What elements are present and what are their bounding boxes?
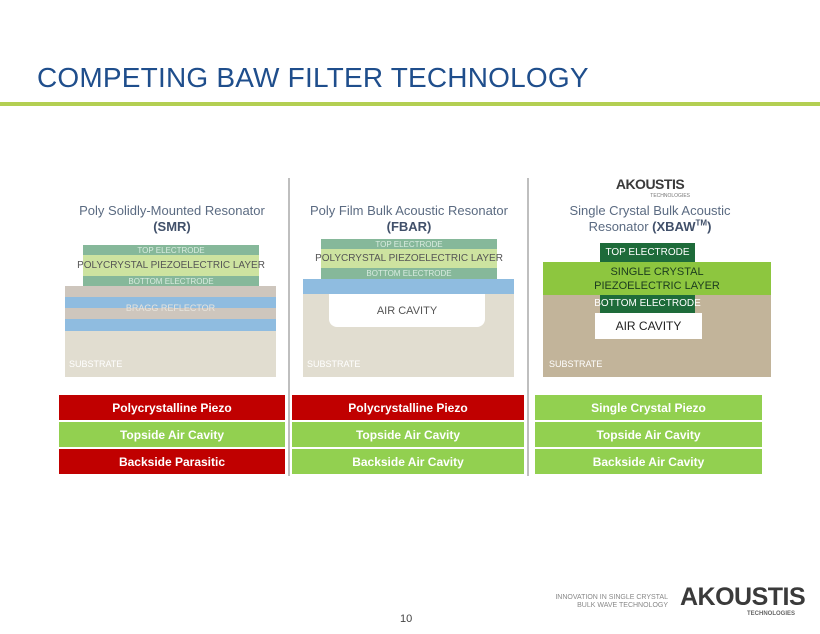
piezo-label: PIEZOELECTRIC LAYER <box>594 280 720 292</box>
caption-acronym: (XBAW <box>652 219 696 234</box>
bragg-layer <box>65 319 276 331</box>
fbar-piezo-layer: POLYCRYSTAL PIEZOELECTRIC LAYER <box>315 249 503 268</box>
footer-tagline: INNOVATION IN SINGLE CRYSTAL BULK WAVE T… <box>540 594 668 610</box>
tag: Topside Air Cavity <box>292 422 524 447</box>
logo-text: AKOUSTIS <box>615 176 685 192</box>
fbar-top-electrode: TOP ELECTRODE <box>321 239 497 249</box>
caption-paren: ) <box>707 219 712 234</box>
smr-top-electrode: TOP ELECTRODE <box>83 245 259 255</box>
bragg-layer <box>65 308 276 319</box>
xbaw-bottom-electrode: BOTTOM ELECTRODE <box>594 295 701 313</box>
column-divider <box>527 178 529 476</box>
caption-line: Resonator <box>588 219 653 234</box>
slide-title: COMPETING BAW FILTER TECHNOLOGY <box>37 62 589 93</box>
tag: Polycrystalline Piezo <box>292 395 524 420</box>
akoustis-logo: AKOUSTIS TECHNOLOGIES <box>610 176 690 200</box>
smr-caption: Poly Solidly-Mounted Resonator (SMR) <box>59 203 285 235</box>
logo-subtext: TECHNOLOGIES <box>650 193 690 199</box>
tag: Backside Air Cavity <box>292 449 524 474</box>
xbaw-air-cavity: AIR CAVITY <box>595 313 702 339</box>
bragg-layer <box>65 286 276 297</box>
xbaw-piezo-layer: SINGLE CRYSTAL PIEZOELECTRIC LAYER <box>543 262 771 295</box>
fbar-air-cavity: AIR CAVITY <box>329 294 485 327</box>
bragg-reflector-label: BRAGG REFLECTOR <box>125 302 216 313</box>
title-divider <box>0 102 820 106</box>
fbar-bottom-electrode: BOTTOM ELECTRODE <box>321 268 497 279</box>
tagline-line: INNOVATION IN SINGLE CRYSTAL <box>555 594 668 601</box>
fbar-substrate: AIR CAVITY SUBSTRATE <box>303 294 514 377</box>
logo-text: AKOUSTIS <box>680 583 806 611</box>
tag: Single Crystal Piezo <box>535 395 762 420</box>
caption-line: Poly Solidly-Mounted Resonator <box>79 203 265 218</box>
smr-bottom-electrode: BOTTOM ELECTRODE <box>83 276 259 286</box>
caption-acronym: (FBAR) <box>386 219 432 234</box>
tag: Topside Air Cavity <box>59 422 285 447</box>
caption-line: Poly Film Bulk Acoustic Resonator <box>310 203 508 218</box>
bragg-layer <box>65 297 276 308</box>
tag: Topside Air Cavity <box>535 422 762 447</box>
footer-logo: AKOUSTIS TECHNOLOGIES <box>680 583 806 618</box>
xbaw-top-electrode: TOP ELECTRODE <box>600 243 695 262</box>
page-number: 10 <box>400 613 413 625</box>
piezo-label: SINGLE CRYSTAL <box>610 266 704 278</box>
substrate-label: SUBSTRATE <box>307 359 361 369</box>
smr-piezo-layer: POLYCRYSTAL PIEZOELECTRIC LAYER <box>77 255 265 276</box>
smr-tags: Polycrystalline Piezo Topside Air Cavity… <box>59 395 285 474</box>
substrate-label: SUBSTRATE <box>69 359 123 369</box>
trademark: TM <box>695 218 708 228</box>
tag: Backside Parasitic <box>59 449 285 474</box>
logo-subtext: TECHNOLOGIES <box>746 611 795 617</box>
xbaw-tags: Single Crystal Piezo Topside Air Cavity … <box>535 395 762 474</box>
caption-acronym: (SMR) <box>153 219 191 234</box>
tag: Polycrystalline Piezo <box>59 395 285 420</box>
substrate-label: SUBSTRATE <box>549 359 603 369</box>
fbar-support-layer <box>303 279 514 294</box>
xbaw-caption: Single Crystal Bulk Acoustic Resonator (… <box>537 203 763 235</box>
smr-substrate: SUBSTRATE <box>65 331 276 377</box>
column-divider <box>288 178 290 476</box>
tagline-line: BULK WAVE TECHNOLOGY <box>577 602 668 609</box>
caption-line: Single Crystal Bulk Acoustic <box>569 203 731 218</box>
fbar-tags: Polycrystalline Piezo Topside Air Cavity… <box>292 395 524 474</box>
fbar-caption: Poly Film Bulk Acoustic Resonator (FBAR) <box>296 203 522 235</box>
tag: Backside Air Cavity <box>535 449 762 474</box>
